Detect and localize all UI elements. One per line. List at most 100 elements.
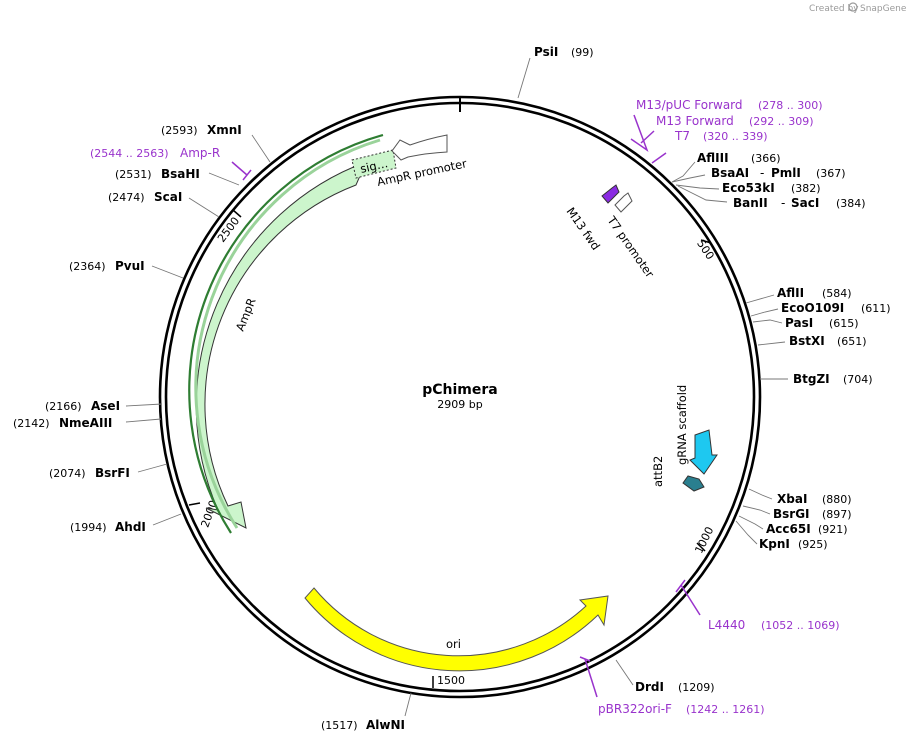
enzyme-pos-pasi: (615) [829, 317, 859, 330]
attb2-arrow[interactable] [682, 475, 705, 492]
enzyme-name-pasi: PasI [785, 316, 813, 330]
enzyme-name-bsrgi: BsrGI [773, 507, 810, 521]
enzyme-name-btgzi: BtgZI [793, 372, 830, 386]
enzyme-sep-banii: - [781, 196, 785, 210]
enzyme-pos-bsrfi: (2074) [49, 467, 86, 480]
enzyme-name-aflii: AflII [777, 286, 804, 300]
grna-scaffold-arrow[interactable] [689, 429, 718, 475]
primer-name-l4440: L4440 [708, 618, 745, 632]
enzyme-pos-scai: (2474) [108, 191, 145, 204]
watermark-brand: SnapGene [860, 4, 907, 14]
enzyme-pos-acc65i: (921) [818, 523, 848, 536]
feature-label-attb2: attB2 [651, 456, 665, 487]
plasmid-length: 2909 bp [437, 398, 482, 411]
enzyme-name-bstxi: BstXI [789, 334, 825, 348]
primer-name-t7: T7 [674, 129, 690, 143]
enzyme-pos-ecoo109i: (611) [861, 302, 891, 315]
feature-grna-scaffold[interactable]: gRNA scaffold [675, 385, 718, 475]
enzyme-pos-alwni: (1517) [321, 719, 358, 732]
enzyme-name-afliii: AflIII [697, 151, 729, 165]
enzyme-name-banii: BanII [733, 196, 768, 210]
enzyme-sep-bsaai: - [760, 166, 764, 180]
enzyme-name-ahdi: AhdI [115, 520, 146, 534]
enzyme-pos-kpni: (925) [798, 538, 828, 551]
tick-1000 [696, 542, 706, 552]
feature-label-ampr: AmpR [233, 296, 259, 333]
primer-name-amp-r: Amp-R [180, 146, 220, 160]
watermark-created-by: Created by [809, 4, 859, 14]
enzyme-name-nmeaiii: NmeAIII [59, 416, 112, 430]
ori-arrow[interactable] [304, 587, 609, 672]
primer-range-l4440: (1052 .. 1069) [761, 619, 840, 632]
enzyme-name-alwni: AlwNI [366, 718, 405, 732]
tick-2000 [188, 502, 201, 506]
primer-markers [231, 114, 701, 698]
enzyme-name-xmni: XmnI [207, 123, 242, 137]
enzyme-pos-drdi: (1209) [678, 681, 715, 694]
enzyme-name-ecoo109i: EcoO109I [781, 301, 844, 315]
enzyme-name-pvui: PvuI [115, 259, 145, 273]
plasmid-name: pChimera [422, 382, 498, 398]
enzyme-pos-ahdi: (1994) [70, 521, 107, 534]
feature-label-sig: sig… [359, 156, 389, 176]
enzyme-pos-psii: (99) [571, 46, 594, 59]
enzyme-name-kpni: KpnI [759, 537, 790, 551]
primer-name-m13-puc-forward: M13/pUC Forward [636, 98, 743, 112]
enzyme-labels: PsiI (99) AflIII (366) BsaAI - PmlI (367… [13, 45, 891, 732]
enzyme-name-bsahi: BsaHI [161, 167, 200, 181]
enzyme-pos-bsaai: (367) [816, 167, 846, 180]
enzyme-pos-aflii: (584) [822, 287, 852, 300]
ampr-arrow[interactable] [195, 161, 367, 529]
amp-r-feature-fill [194, 138, 381, 529]
feature-attb2[interactable]: attB2 [651, 456, 705, 492]
tick-label-500: 500 [694, 237, 717, 262]
backbone [158, 95, 762, 699]
feature-label-ori: ori [446, 637, 461, 651]
enzyme-name-bsaai: BsaAI [711, 166, 749, 180]
feature-sig[interactable]: sig… [351, 149, 397, 179]
tick-500 [700, 239, 712, 244]
enzyme-pos-nmeaiii: (2142) [13, 417, 50, 430]
tick-2500 [232, 209, 242, 218]
feature-ori[interactable]: ori [304, 587, 609, 672]
enzyme-pos-btgzi: (704) [843, 373, 873, 386]
enzyme-name-eco53ki: Eco53kI [722, 181, 775, 195]
enzyme-name-acc65i: Acc65I [766, 522, 811, 536]
primer-range-m13-puc-forward: (278 .. 300) [758, 99, 823, 112]
tick-marks: 500 1000 1500 2000 2500 [188, 209, 717, 688]
primer-range-amp-r: (2544 .. 2563) [90, 147, 169, 160]
enzyme-pos-bstxi: (651) [837, 335, 867, 348]
primer-name-m13-forward: M13 Forward [656, 114, 734, 128]
enzyme-name-psii: PsiI [534, 45, 558, 59]
enzyme-name-pmli: PmlI [771, 166, 801, 180]
enzyme-pos-banii: (384) [836, 197, 866, 210]
feature-t7-promoter[interactable]: T7 promoter [604, 192, 657, 281]
enzyme-pos-afliii: (366) [751, 152, 781, 165]
enzyme-pos-asei: (2166) [45, 400, 82, 413]
enzyme-name-bsrfi: BsrFI [95, 466, 130, 480]
enzyme-pos-bsrgi: (897) [822, 508, 852, 521]
enzyme-name-asei: AseI [91, 399, 120, 413]
enzyme-connectors [125, 57, 788, 717]
amp-r-feature-track [188, 133, 384, 534]
m13-fwd-arrow[interactable] [601, 184, 620, 204]
feature-label-t7-promoter: T7 promoter [604, 213, 657, 281]
enzyme-pos-pvui: (2364) [69, 260, 106, 273]
ampr-promoter-arrow[interactable] [391, 134, 448, 161]
snapgene-logo-icon [848, 2, 858, 12]
t7-promoter-arrow[interactable] [614, 192, 633, 213]
enzyme-name-xbai: XbaI [777, 492, 807, 506]
enzyme-name-saci: SacI [791, 196, 819, 210]
enzyme-pos-xbai: (880) [822, 493, 852, 506]
feature-label-grna-scaffold: gRNA scaffold [675, 385, 689, 465]
primer-range-t7: (320 .. 339) [703, 130, 768, 143]
primer-range-m13-forward: (292 .. 309) [749, 115, 814, 128]
feature-label-m13-fwd: M13 fwd [564, 205, 603, 253]
enzyme-pos-bsahi: (2531) [115, 168, 152, 181]
primer-labels: M13/pUC Forward (278 .. 300) M13 Forward… [90, 98, 840, 716]
primer-name-pbr322ori-f: pBR322ori-F [598, 702, 672, 716]
enzyme-name-drdi: DrdI [635, 680, 664, 694]
sig-box[interactable] [351, 149, 397, 179]
tick-label-1000: 1000 [692, 525, 716, 556]
